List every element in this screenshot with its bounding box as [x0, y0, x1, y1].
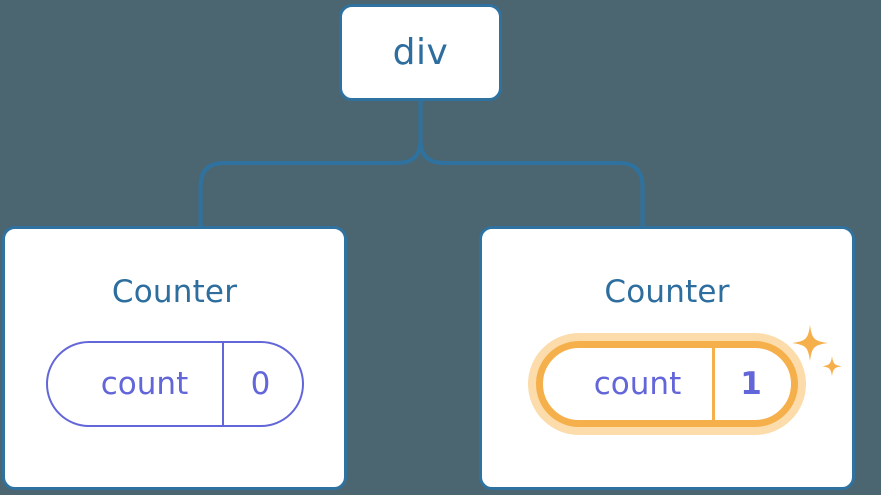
state-pill-left[interactable]: count 0: [45, 341, 304, 427]
state-value-right: 1: [740, 365, 762, 402]
node-counter-right[interactable]: Counter count 1: [479, 226, 855, 490]
sparkle-small-icon: [822, 356, 842, 377]
state-pill-right[interactable]: count 1: [536, 341, 798, 427]
node-div[interactable]: div: [339, 4, 502, 101]
state-key-right: count: [543, 348, 715, 420]
node-div-label: div: [392, 31, 449, 73]
state-key-left: count: [48, 343, 224, 425]
state-pill-wrapper-left: count 0: [45, 341, 304, 427]
state-pill-wrapper-right: count 1: [536, 325, 842, 427]
node-counter-left[interactable]: Counter count 0: [2, 226, 347, 490]
state-value-left: 0: [250, 365, 271, 402]
node-counter-right-title: Counter: [604, 274, 730, 310]
node-counter-left-title: Counter: [111, 274, 238, 310]
sparkle-large-icon: [792, 325, 828, 361]
